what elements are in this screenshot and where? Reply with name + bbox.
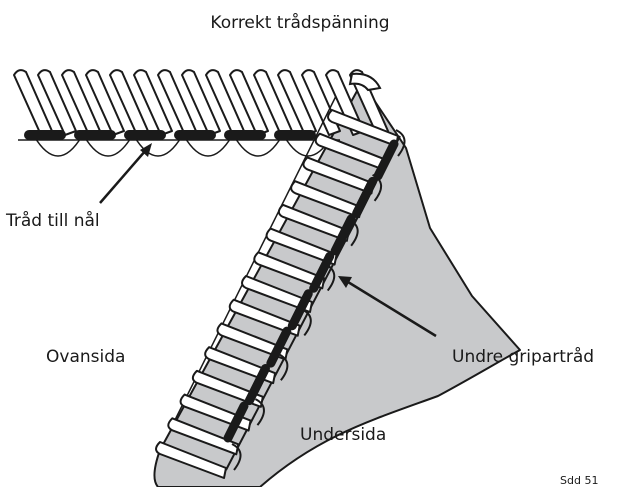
under-loop (183, 135, 233, 157)
needle-stitch (74, 130, 116, 140)
diagonal-loop (302, 156, 375, 195)
needle-stitch (224, 130, 266, 140)
under-loop (83, 135, 133, 157)
lower-looper-arrow (338, 276, 437, 338)
underside-label: Undersida (300, 425, 386, 445)
corner-loop (348, 72, 382, 92)
needle-stitch-diag (352, 176, 378, 218)
diagonal-loop (327, 109, 399, 147)
looper-loop (181, 69, 221, 136)
needle-stitch (174, 130, 216, 140)
looper-loop (229, 69, 269, 136)
looper-hook (395, 129, 406, 157)
needle-stitch-diag (266, 326, 292, 368)
diagonal-loop (314, 132, 387, 171)
looper-loop (277, 69, 317, 136)
looper-loop (85, 69, 125, 136)
looper-loop (205, 69, 245, 136)
figure-ref-label: Sdd 51 (560, 474, 598, 487)
needle-stitch-diag (373, 139, 399, 181)
needle-stitch (274, 130, 316, 140)
needle-stitch (24, 130, 66, 140)
looper-hook (254, 398, 265, 426)
looper-loop (349, 69, 389, 136)
needle-stitch-diag (244, 364, 270, 406)
looper-loop (13, 69, 53, 136)
under-loop (133, 135, 183, 157)
looper-loop (157, 69, 197, 136)
looper-loop (253, 69, 293, 136)
fabric-underside (153, 81, 521, 487)
looper-loop (133, 69, 173, 136)
horizontal-seam (13, 69, 389, 157)
top-side-label: Ovansida (46, 347, 125, 367)
looper-hook (278, 353, 289, 381)
needle-stitch-diag (287, 289, 313, 331)
looper-loop (109, 69, 149, 136)
needle-stitch-diag (309, 251, 335, 293)
needle-stitch-diag (330, 214, 356, 256)
needle-thread-label: Tråd till nål (5, 210, 100, 231)
needle-stitch (124, 130, 166, 140)
diagonal-seam (155, 95, 406, 479)
under-loop (233, 135, 283, 157)
diagram-title: Korrekt trådspänning (210, 12, 389, 33)
under-loop (33, 135, 83, 157)
looper-loop (37, 69, 77, 136)
needle-stitch-diag (223, 401, 249, 443)
lower-looper-label: Undre gripartråd (452, 346, 594, 367)
looper-loop (61, 69, 101, 136)
needle-thread-arrow (99, 143, 152, 204)
diagonal-loop (155, 441, 227, 479)
diagonal-loop (277, 203, 350, 242)
diagonal-loop (290, 180, 363, 219)
looper-hook (231, 443, 242, 471)
diagonal-loop (167, 417, 240, 456)
